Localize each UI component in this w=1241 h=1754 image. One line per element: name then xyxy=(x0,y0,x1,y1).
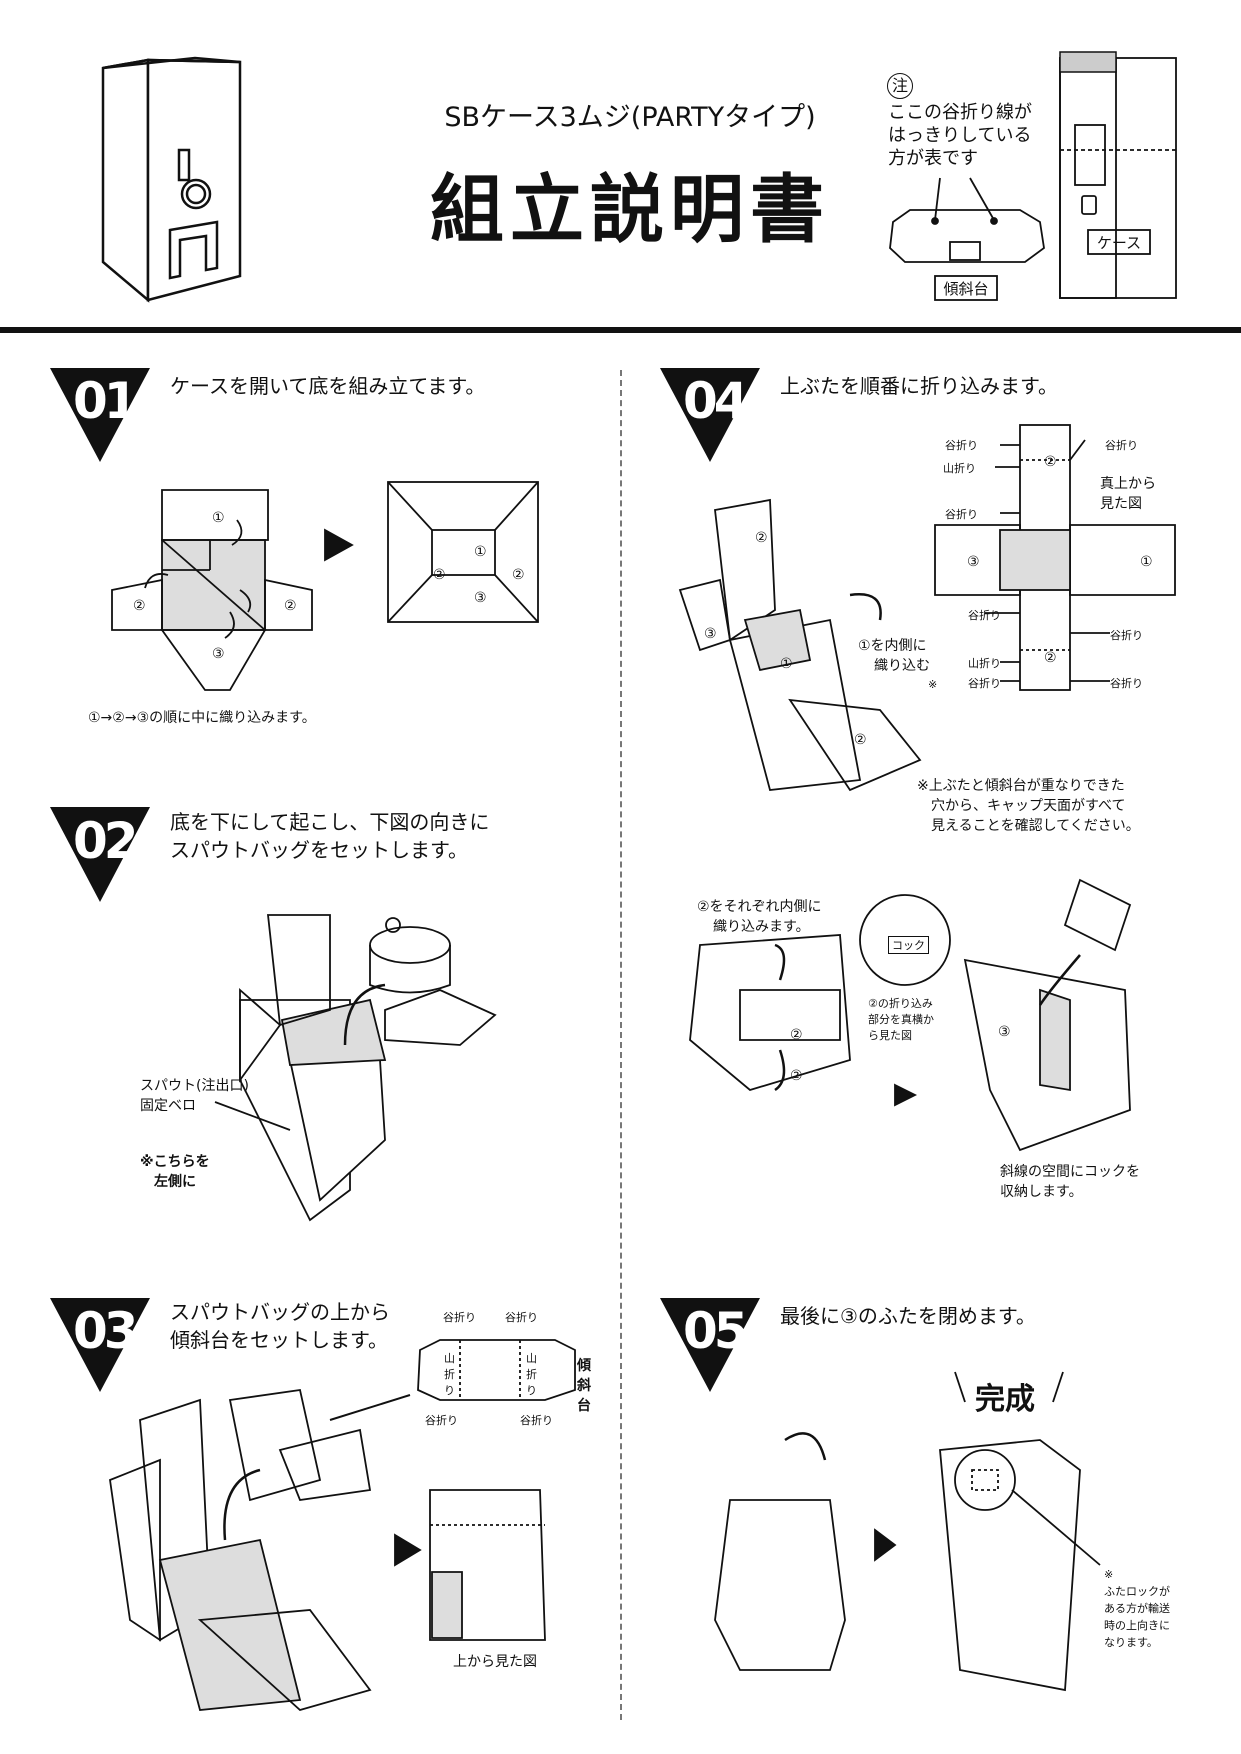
s4-fold2-label: ②をそれぞれ内側に 織り込みます。 xyxy=(697,899,822,935)
s4-box-marker-3: ③ xyxy=(704,626,717,642)
step-05-number: 05 xyxy=(683,1302,749,1360)
step-05-instruction: 最後に③のふたを閉めます。 xyxy=(780,1304,1036,1328)
step-01-instruction: ケースを開いて底を組み立てます。 xyxy=(170,374,486,398)
s4-valley-6: 谷折り xyxy=(968,677,1001,690)
s1-box-marker-3: ③ xyxy=(474,590,487,606)
s4-asterisk: ※ xyxy=(928,678,938,691)
s4-box-marker-1: ① xyxy=(780,656,793,672)
step-01-number: 01 xyxy=(73,372,139,430)
s4-mountain-1: 山折り xyxy=(943,462,976,475)
s1-box-marker-2a: ② xyxy=(433,567,446,583)
s4-box-marker-2a: ② xyxy=(755,530,768,546)
page-title: 組立説明書 xyxy=(430,167,830,253)
incline-and-case-diagram xyxy=(889,51,1177,301)
complete-label: 完成 xyxy=(975,1382,1035,1417)
s4-box2-marker-2a: ② xyxy=(790,1027,803,1043)
step-04-number: 04 xyxy=(683,372,749,430)
s4-plan-marker-1: ① xyxy=(1140,554,1153,570)
dispenser-case-illustration xyxy=(101,56,242,303)
s1-marker-2a: ② xyxy=(133,598,146,614)
s4-plan-marker-3: ③ xyxy=(967,554,980,570)
s1-marker-2b: ② xyxy=(284,598,297,614)
header-rule xyxy=(0,327,1241,333)
s1-marker-3: ③ xyxy=(212,646,225,662)
column-divider xyxy=(620,370,622,1720)
s4-mountain-2: 山折り xyxy=(968,657,1001,670)
s4-box-marker-2b: ② xyxy=(854,732,867,748)
s3-mountain-2: 山折り xyxy=(526,1352,537,1397)
surface-note: ここの谷折り線が はっきりしている 方が表です xyxy=(888,102,1032,169)
s4-valley-5: 谷折り xyxy=(1110,629,1143,642)
orientation-warning: ※こちらを 左側に xyxy=(140,1154,210,1190)
s4-top-view-label: 真上から 見た図 xyxy=(1100,476,1156,512)
step-03-instruction: スパウトバッグの上から 傾斜台をセットします。 xyxy=(170,1300,390,1352)
step-04-instruction: 上ぶたを順番に折り込みます。 xyxy=(780,374,1058,398)
s4-plan-marker-2b: ② xyxy=(1044,650,1057,666)
incline-label: 傾斜台 xyxy=(943,280,989,298)
s3-valley-2: 谷折り xyxy=(505,1311,538,1324)
s4-box2-marker-2b: ② xyxy=(790,1068,803,1084)
step-02-number: 02 xyxy=(73,812,139,870)
s4-valley-7: 谷折り xyxy=(1110,677,1143,690)
s3-valley-4: 谷折り xyxy=(520,1414,553,1427)
s3-valley-1: 谷折り xyxy=(443,1311,476,1324)
case-label: ケース xyxy=(1096,234,1142,252)
s1-box-marker-2b: ② xyxy=(512,567,525,583)
s3-top-view-label: 上から見た図 xyxy=(453,1654,537,1670)
s4-valley-3: 谷折り xyxy=(1105,439,1138,452)
s4-valley-2: 谷折り xyxy=(945,508,978,521)
s4-fold-in-label: ①を内側に 織り込む xyxy=(858,638,930,674)
note-mark: 注 xyxy=(887,73,913,99)
s4-plan-marker-2a: ② xyxy=(1044,454,1057,470)
s4-valley-4: 谷折り xyxy=(968,609,1001,622)
step-01-caption: ①→②→③の順に中に織り込みます。 xyxy=(88,710,316,726)
side-view-label: ②の折り込み 部分を真横か ら見た図 xyxy=(868,997,934,1042)
step-02-instruction: 底を下にして起こし、下図の向きに スパウトバッグをセットします。 xyxy=(170,810,490,862)
spout-label: スパウト(注出口) 固定ベロ xyxy=(140,1078,249,1114)
s4-store-label: 斜線の空間にコックを 収納します。 xyxy=(1000,1164,1140,1200)
s4-valley-1: 谷折り xyxy=(945,439,978,452)
s1-box-marker-1: ① xyxy=(474,544,487,560)
cock-label: コック xyxy=(888,936,929,954)
s3-incline-vertical: 傾 斜 台 xyxy=(577,1358,591,1414)
s5-note: ※ ふたロックが ある方が輸送 時の上向きに なります。 xyxy=(1104,1568,1170,1649)
s3-valley-3: 谷折り xyxy=(425,1414,458,1427)
s1-marker-1: ① xyxy=(212,510,225,526)
s3-mountain-1: 山折り xyxy=(444,1352,455,1397)
s4-notice: ※上ぶたと傾斜台が重なりできた 穴から、キャップ天面がすべて 見えることを確認し… xyxy=(917,778,1140,834)
step-03-number: 03 xyxy=(73,1302,139,1360)
s4-box3-marker-3: ③ xyxy=(998,1024,1011,1040)
product-subtitle: SBケース3ムジ(PARTYタイプ) xyxy=(444,102,816,133)
